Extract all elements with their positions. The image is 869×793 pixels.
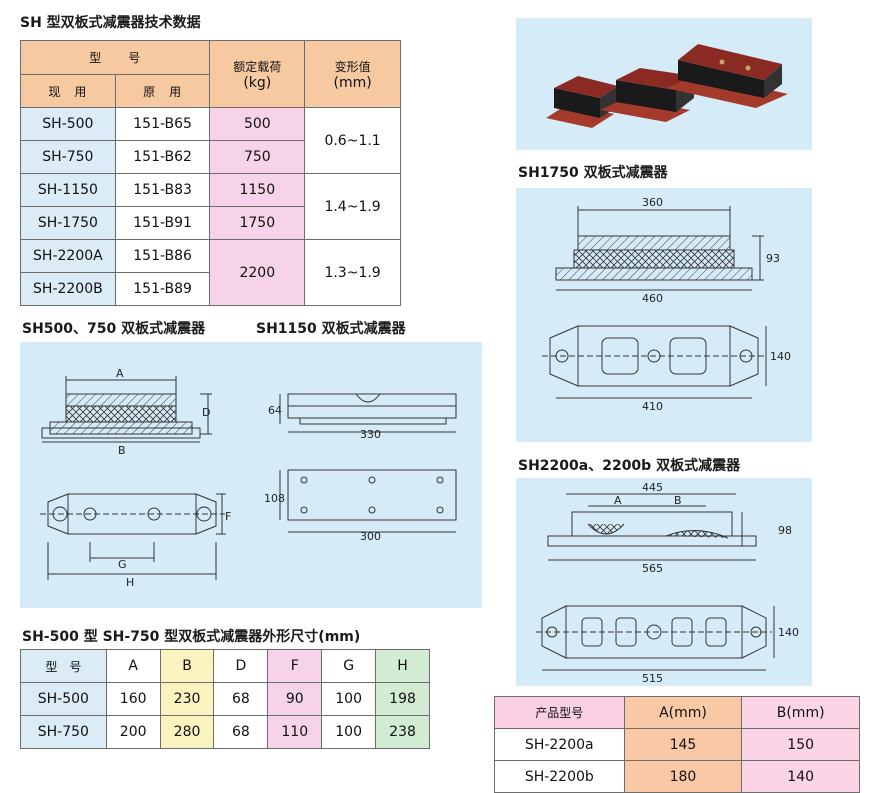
table-cell: 500 [209, 107, 306, 141]
table-cell: 280 [159, 715, 215, 749]
table-cell: 151-B89 [114, 272, 211, 306]
table-cell: 100 [321, 715, 377, 749]
table-cell: 151-B91 [114, 206, 211, 240]
dims-table-title: SH-500 型 SH-750 型双板式减震器外形尺寸(mm) [22, 629, 361, 645]
table-cell: SH-750 [20, 715, 107, 749]
dims-table: 型 号 A B D F G H SH-500 160 230 68 90 100… [20, 649, 430, 749]
table-cell: 151-B83 [114, 173, 211, 207]
dim-label-93: 93 [766, 252, 780, 265]
dims-header-a: A [105, 649, 161, 683]
table-cell: SH-2200B [20, 272, 116, 306]
table-cell: SH-2200a [494, 728, 625, 761]
dim-label-460: 460 [642, 292, 663, 305]
table-cell: 160 [105, 682, 161, 716]
dim-label-b2200: B [674, 494, 682, 507]
sh1750-title: SH1750 双板式减震器 [518, 165, 668, 181]
dim-label-445: 445 [642, 481, 663, 494]
table-cell: 1.4~1.9 [304, 173, 401, 240]
prod-header-a: A(mm) [623, 696, 743, 729]
technical-drawing: 360 93 460 140 410 [542, 196, 791, 413]
dim-label-d: D [202, 406, 210, 419]
table-cell: SH-500 [20, 107, 116, 141]
rated-load-header: 额定载荷 (kg) [209, 40, 306, 108]
table-cell: 110 [267, 715, 323, 749]
dim-label-a2200: A [614, 494, 622, 507]
table-cell: 200 [105, 715, 161, 749]
dims-header-g: G [321, 649, 377, 683]
prod-header-b: B(mm) [741, 696, 860, 729]
original-header: 原 用 [114, 74, 211, 108]
table-cell: 230 [159, 682, 215, 716]
table-cell: 2200 [209, 239, 306, 306]
dim-label-140b: 140 [778, 626, 799, 639]
prod-header-model: 产品型号 [494, 696, 625, 729]
table-cell: 151-B62 [114, 140, 211, 174]
dim-label-360: 360 [642, 196, 663, 209]
dim-label-515: 515 [642, 672, 663, 685]
dims-header-h: H [375, 649, 430, 683]
dim-label-a: A [116, 367, 124, 380]
dim-label-140: 140 [770, 350, 791, 363]
tech-data-table: 型 号 额定载荷 (kg) 变形值 (mm) 现 用 原 用 SH-500 15… [19, 40, 401, 306]
table-cell: 151-B65 [114, 107, 211, 141]
drawing-panel-sh500-750-1150: A B D F G H 64 330 108 300 [20, 342, 482, 608]
product-dimensions-table: 产品型号 A(mm) B(mm) SH-2200a 145 150 SH-220… [494, 696, 860, 793]
dim-label-f: F [225, 510, 231, 523]
dim-label-565: 565 [642, 562, 663, 575]
dim-label-h: H [126, 576, 134, 589]
table-cell: 1.3~1.9 [304, 239, 401, 306]
table-cell: 1750 [209, 206, 306, 240]
dim-label-330: 330 [360, 428, 381, 441]
table-cell: 1150 [209, 173, 306, 207]
tech-data-title: SH 型双板式减震器技术数据 [20, 15, 201, 31]
table-cell: 140 [741, 760, 860, 793]
table-cell: 90 [267, 682, 323, 716]
sh2200-title: SH2200a、2200b 双板式减震器 [518, 458, 741, 474]
table-cell: 151-B86 [114, 239, 211, 273]
model-header: 型 号 [19, 40, 211, 75]
dim-label-108: 108 [264, 492, 285, 505]
current-header: 现 用 [20, 74, 116, 108]
shock-absorber-photo [546, 44, 788, 128]
sh1150-title: SH1150 双板式减震器 [256, 321, 406, 337]
table-cell: 198 [375, 682, 430, 716]
deformation-header: 变形值 (mm) [304, 40, 401, 108]
dim-label-410: 410 [642, 400, 663, 413]
dims-header-model: 型 号 [20, 649, 107, 683]
table-cell: SH-1750 [20, 206, 116, 240]
dim-label-64: 64 [268, 404, 282, 417]
sh500-750-title: SH500、750 双板式减震器 [22, 321, 206, 337]
dim-label-b: B [118, 444, 126, 457]
table-cell: 68 [213, 715, 269, 749]
drawing-panel-sh2200: 445 A B 98 565 140 515 [516, 478, 812, 686]
technical-drawing: 445 A B 98 565 140 515 [536, 481, 799, 685]
dims-header-b: B [159, 649, 215, 683]
drawing-panel-sh1750: 360 93 460 140 410 [516, 188, 812, 442]
table-cell: 180 [623, 760, 743, 793]
table-cell: SH-1150 [20, 173, 116, 207]
table-cell: SH-750 [20, 140, 116, 174]
table-cell: 238 [375, 715, 430, 749]
table-cell: SH-500 [20, 682, 107, 716]
dim-label-300: 300 [360, 530, 381, 543]
table-cell: SH-2200A [20, 239, 116, 273]
table-cell: 0.6~1.1 [304, 107, 401, 174]
table-cell: 150 [741, 728, 860, 761]
dims-header-f: F [267, 649, 323, 683]
dim-label-g: G [118, 558, 127, 571]
dim-label-98: 98 [778, 524, 792, 537]
technical-drawing: A B D F G H 64 330 108 300 [40, 367, 457, 589]
dims-header-d: D [213, 649, 269, 683]
product-photo [516, 18, 812, 150]
table-cell: 68 [213, 682, 269, 716]
table-cell: 145 [623, 728, 743, 761]
table-cell: SH-2200b [494, 760, 625, 793]
table-cell: 750 [209, 140, 306, 174]
table-cell: 100 [321, 682, 377, 716]
